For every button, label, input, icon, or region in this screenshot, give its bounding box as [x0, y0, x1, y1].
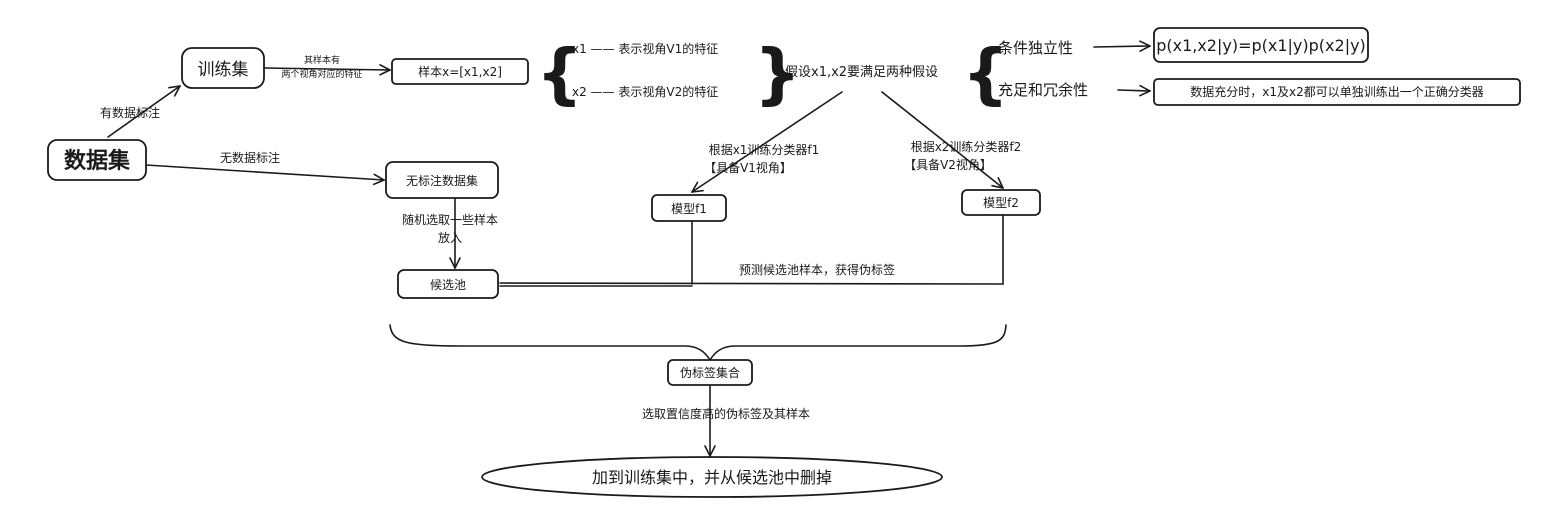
- random-select-2: 放入: [438, 230, 462, 245]
- unlabeled-label: 无标注数据集: [406, 173, 478, 188]
- unlabeled-box: [385, 161, 499, 199]
- arrow-cond-to-formula: [1093, 46, 1150, 47]
- select-high-text: 选取置信度高的伪标签及其样本: [642, 406, 810, 421]
- train-f2-1: 根据x2训练分类器f2: [911, 139, 1022, 154]
- final-label: 加到训练集中，并从候选池中删掉: [592, 468, 832, 487]
- left-brace-views: {: [536, 35, 583, 112]
- sample-label: 样本x=[x1,x2]: [418, 64, 502, 79]
- pseudo-set-label: 伪标签集合: [680, 365, 740, 380]
- pseudo-set-box: [667, 359, 753, 386]
- dataset-label: 数据集: [64, 148, 131, 174]
- x1-desc: x1 —— 表示视角V1的特征: [572, 41, 718, 56]
- candidate-pool-box: [397, 269, 499, 299]
- sample-note-1: 其样本有: [304, 54, 340, 66]
- arrow-suff-to-desc: [1117, 90, 1150, 91]
- model-f1-box: [651, 194, 727, 222]
- model-f1-label: 模型f1: [671, 202, 707, 216]
- model-f2-box: [961, 189, 1041, 216]
- sufficiency-desc: 数据充分时，x1及x2都可以单独训练出一个正确分类器: [1190, 84, 1483, 99]
- sample-note-2: 两个视角对应的特征: [281, 68, 362, 80]
- sample-box: [391, 58, 529, 85]
- has-label-text: 有数据标注: [100, 105, 160, 120]
- arrow-train-to-sample: [264, 68, 390, 70]
- train-f2-2: 【具备V2视角】: [904, 157, 992, 172]
- formula-box: [1153, 27, 1369, 63]
- bottom-brace: [389, 324, 1007, 361]
- left-brace-assumptions: {: [962, 35, 1009, 112]
- model-f2-label: 模型f2: [983, 196, 1019, 210]
- arrow-dataset-to-unlabeled: [145, 164, 384, 180]
- x2-desc: x2 —— 表示视角V2的特征: [572, 84, 718, 99]
- arrow-assume-to-f2: [881, 91, 1003, 188]
- right-brace-views: }: [754, 35, 801, 112]
- train-f1-1: 根据x1训练分类器f1: [709, 142, 820, 157]
- train-f1-2: 【具备V1视角】: [704, 160, 792, 175]
- train-set-box: [181, 47, 265, 89]
- assume-text: 假设x1,x2要满足两种假设: [785, 65, 938, 80]
- arrow-assume-to-f1: [692, 91, 843, 192]
- random-select-1: 随机选取一些样本: [402, 212, 498, 227]
- predict-text: 预测候选池样本，获得伪标签: [739, 262, 895, 277]
- dataset-box: [47, 139, 147, 181]
- cond-formula: p(x1,x2|y)=p(x1|y)p(x2|y): [1156, 36, 1366, 55]
- line-predict: [499, 282, 1004, 285]
- cond-indep-text: 条件独立性: [998, 39, 1073, 57]
- sufficiency-text: 充足和冗余性: [998, 81, 1088, 99]
- no-label-text: 无数据标注: [220, 150, 280, 165]
- candidate-pool-label: 候选池: [430, 278, 466, 292]
- final-ellipse: [481, 456, 943, 498]
- train-set-label: 训练集: [198, 60, 249, 80]
- sufficiency-box: [1153, 78, 1521, 106]
- arrow-dataset-to-train: [107, 86, 180, 138]
